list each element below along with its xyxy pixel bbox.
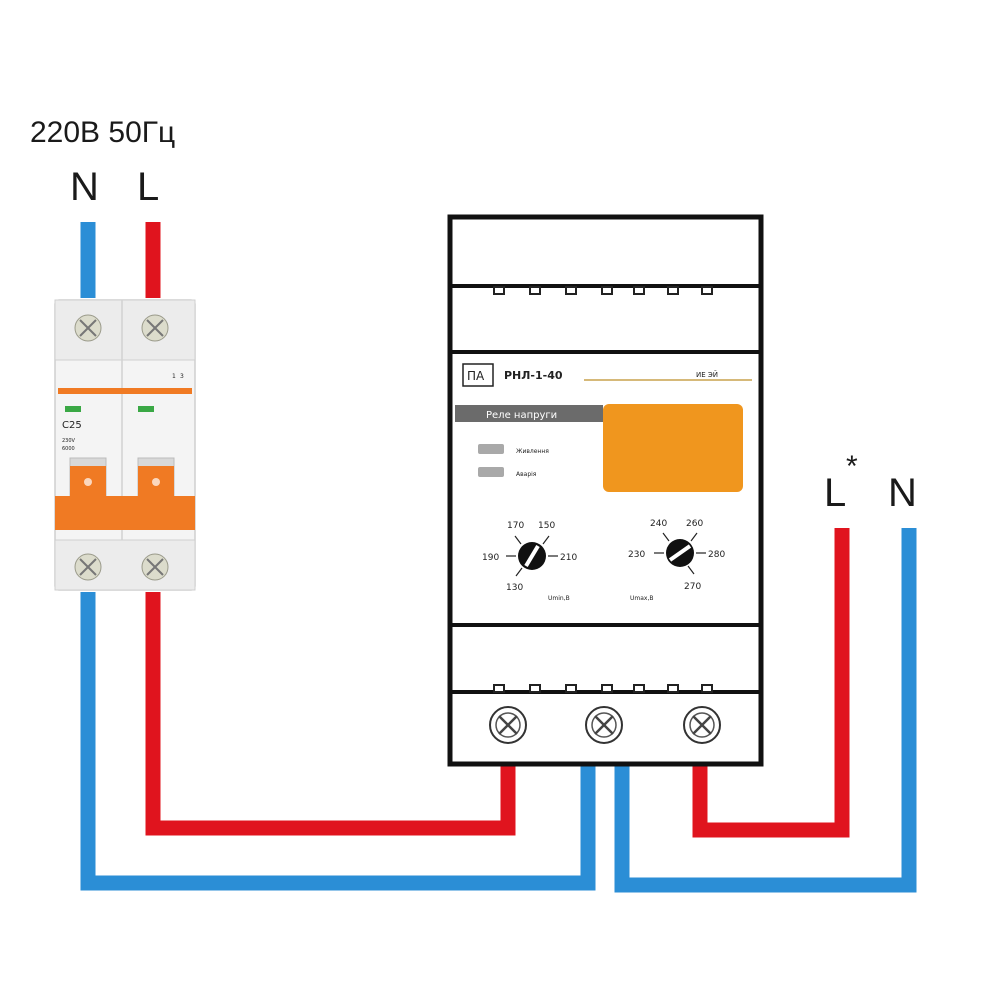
supply-neutral-label: N xyxy=(70,165,99,209)
breaker-indicator-l xyxy=(138,406,154,412)
load-neutral-label: N xyxy=(888,471,917,515)
relay-knob-umax[interactable] xyxy=(654,532,706,575)
relay-top-vent-slots xyxy=(493,286,713,295)
load-line-label: L xyxy=(824,471,846,515)
knob-umax-tick-270: 270 xyxy=(684,582,701,592)
knob-umax-caption: Umax,B xyxy=(630,595,654,602)
knob-umin-tick-190: 190 xyxy=(482,553,499,563)
svg-text:ПА: ПА xyxy=(467,369,485,383)
breaker-side-mark-2: 3 xyxy=(180,373,184,380)
relay-terminal-screw-2-icon xyxy=(585,706,623,744)
relay-model-suffix: ИЕ ЭЙ xyxy=(696,370,718,379)
relay-terminal-screw-3-icon xyxy=(683,706,721,744)
relay-bottom-vent-slots xyxy=(493,684,713,693)
supply-line-label: L xyxy=(137,165,159,209)
relay-indicator-alarm-label: Аварія xyxy=(516,471,537,478)
relay-model: РНЛ-1-40 xyxy=(504,369,563,382)
breaker-spec-1: 230V xyxy=(62,438,76,444)
relay-display xyxy=(603,404,743,492)
knob-umax-tick-260: 260 xyxy=(686,519,703,529)
breaker-rating: C25 xyxy=(62,420,82,431)
voltage-relay: ПА РНЛ-1-40 ИЕ ЭЙ Реле напруги Живлення … xyxy=(447,214,764,767)
supply-voltage-label: 220В 50Гц xyxy=(30,116,175,149)
relay-brand-logo: ПА xyxy=(462,363,494,387)
breaker-side-mark-1: 1 xyxy=(172,373,176,380)
relay-title-bar xyxy=(455,405,603,422)
line-wire-to-load xyxy=(692,528,850,838)
knob-umax-tick-230: 230 xyxy=(628,550,645,560)
relay-indicator-power xyxy=(478,444,504,454)
knob-umin-caption: Umin,B xyxy=(548,595,570,602)
knob-umin-tick-210: 210 xyxy=(560,553,577,563)
knob-umin-tick-130: 130 xyxy=(506,583,523,593)
breaker-top-screw-l-icon xyxy=(141,314,169,342)
breaker-spec-2: 6000 xyxy=(62,446,75,452)
breaker-bottom-screw-l-icon xyxy=(141,553,169,581)
knob-umax-tick-280: 280 xyxy=(708,550,725,560)
breaker-handle[interactable] xyxy=(55,466,195,530)
relay-indicator-alarm xyxy=(478,467,504,477)
breaker-indicator-n xyxy=(65,406,81,412)
relay-title: Реле напруги xyxy=(486,410,557,421)
relay-indicator-power-label: Живлення xyxy=(516,448,549,455)
knob-umax-tick-240: 240 xyxy=(650,519,667,529)
wires xyxy=(80,222,917,893)
breaker-top-screw-n-icon xyxy=(74,314,102,342)
load-line-marker: * xyxy=(846,450,858,483)
relay-terminal-screw-1-icon xyxy=(489,706,527,744)
neutral-wire-to-relay xyxy=(80,592,596,891)
neutral-wire-to-load xyxy=(614,528,917,893)
relay-knob-umin[interactable] xyxy=(506,535,558,577)
knob-umin-tick-170: 170 xyxy=(507,521,524,531)
knob-umin-tick-150: 150 xyxy=(538,521,555,531)
breaker-bottom-screw-n-icon xyxy=(74,553,102,581)
line-wire-to-relay xyxy=(145,592,516,836)
circuit-breaker: C25 230V 6000 1 3 xyxy=(54,299,196,591)
